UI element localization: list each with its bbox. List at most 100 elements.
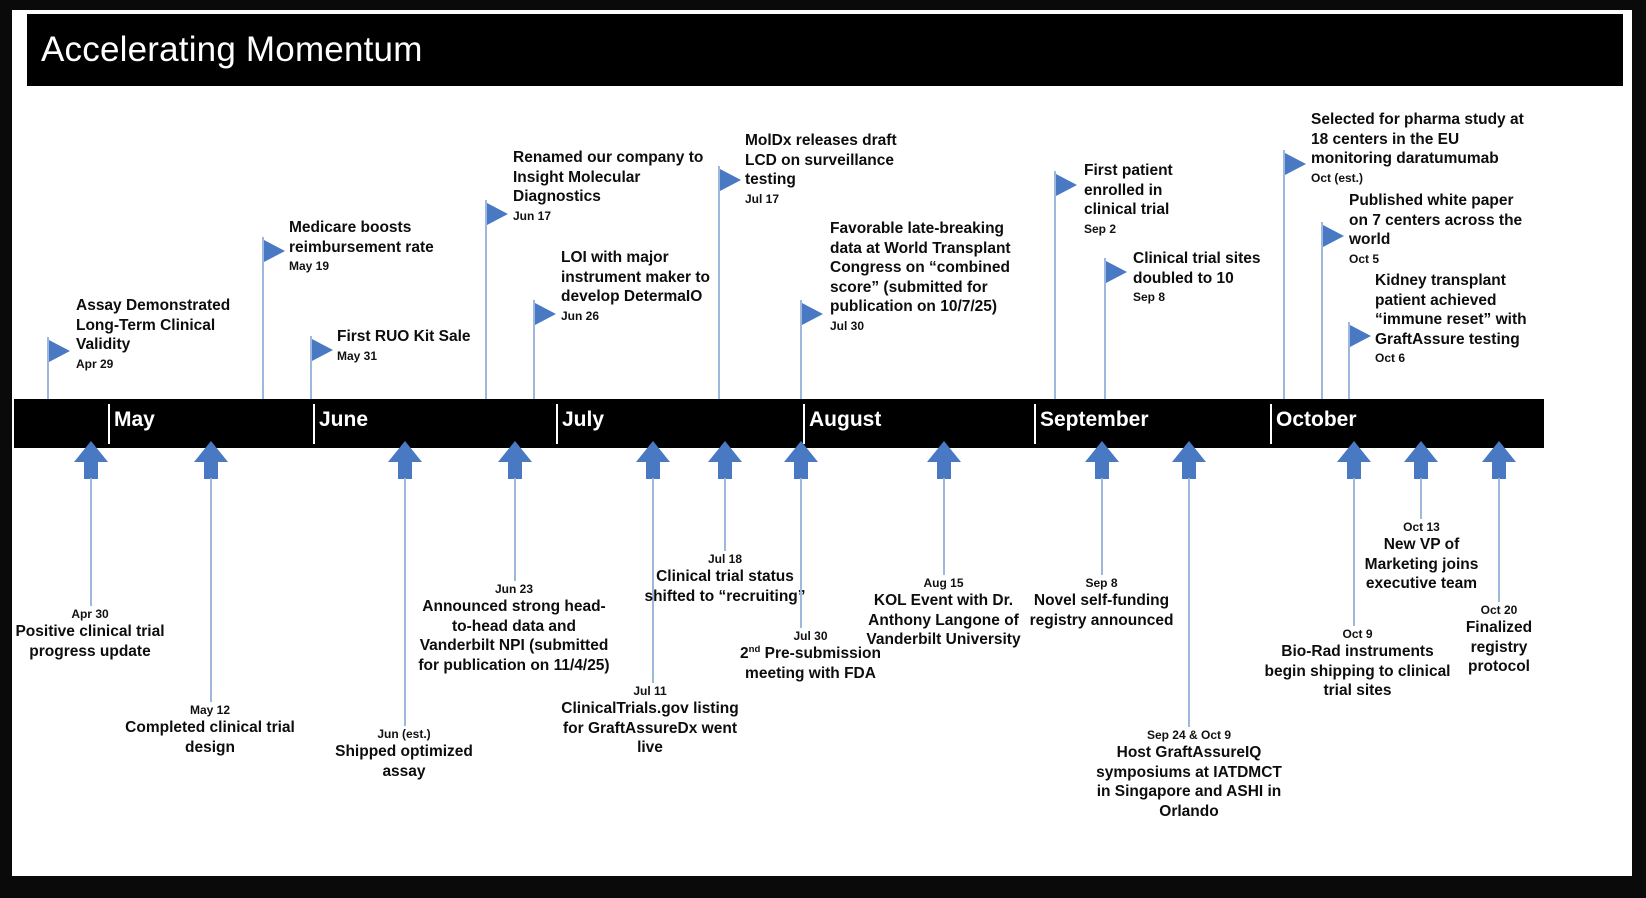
event-date: Oct 13: [1403, 520, 1440, 534]
event-stem: [1353, 478, 1355, 626]
event-below-trial-status-recruiting: Jul 18 Clinical trial status shifted to …: [640, 552, 810, 606]
month-label-october: October: [1276, 408, 1357, 431]
page-title: Accelerating Momentum: [41, 30, 423, 69]
event-below-finalized-registry-protocol: Oct 20 Finalized registry protocol: [1440, 603, 1558, 677]
event-headline: Bio-Rad instruments begin shipping to cl…: [1264, 643, 1451, 699]
page-frame-left: [0, 0, 12, 898]
event-date: May 19: [289, 259, 330, 273]
event-stem: [1498, 478, 1500, 602]
event-date: Jun (est.): [377, 727, 431, 741]
event-above-pharma-study-eu: Selected for pharma study at 18 centers …: [1311, 110, 1526, 185]
event-stem: [800, 478, 802, 628]
event-stem: [210, 478, 212, 702]
event-above-company-renamed: Renamed our company to Insight Molecular…: [513, 148, 708, 223]
event-headline: Kidney transplant patient achieved “immu…: [1375, 272, 1527, 348]
event-headline: ClinicalTrials.gov listing for GraftAssu…: [561, 700, 739, 756]
event-below-shipped-optimized-assay: Jun (est.) Shipped optimized assay: [316, 727, 492, 781]
event-date: Sep 2: [1084, 221, 1117, 236]
event-date: Oct 5: [1349, 251, 1380, 266]
event-above-white-paper-7-centers: Published white paper on 7 centers acros…: [1349, 191, 1524, 266]
event-date: Apr 30: [71, 607, 109, 621]
event-headline: Shipped optimized assay: [335, 743, 473, 780]
event-headline: Medicare boosts reimbursement rate: [289, 219, 434, 256]
event-above-assay-validity: Assay Demonstrated Long-Term Clinical Va…: [76, 296, 256, 371]
month-label-july: July: [562, 408, 605, 431]
event-date: Sep 8: [1085, 576, 1118, 590]
event-date: Jun 23: [494, 582, 533, 596]
event-headline: Published white paper on 7 centers acros…: [1349, 192, 1523, 248]
event-headline: Assay Demonstrated Long-Term Clinical Va…: [76, 297, 231, 353]
event-headline: LOI with major instrument maker to devel…: [561, 249, 711, 305]
event-above-loi-determaio: LOI with major instrument maker to devel…: [561, 248, 721, 323]
event-date: Jul 30: [793, 629, 828, 643]
event-stem: [1188, 478, 1190, 727]
event-headline: Positive clinical trial progress update: [15, 623, 165, 660]
event-date: Jun 26: [561, 308, 600, 323]
page-frame-right: [1632, 0, 1646, 898]
event-above-kidney-immune-reset: Kidney transplant patient achieved “immu…: [1375, 271, 1540, 365]
event-headline: New VP of Marketing joins executive team: [1364, 536, 1479, 592]
event-stem: [404, 478, 406, 726]
event-date: Sep 8: [1133, 290, 1166, 304]
month-tick-october: [1270, 404, 1272, 444]
event-stem: [90, 478, 92, 606]
event-date: Apr 29: [76, 356, 114, 371]
event-headline: Completed clinical trial design: [125, 719, 295, 756]
event-date: Aug 15: [923, 576, 964, 590]
event-below-kol-event-langone: Aug 15 KOL Event with Dr. Anthony Langon…: [861, 576, 1026, 650]
event-date: Jul 17: [745, 191, 780, 206]
event-headline: Favorable late-breaking data at World Tr…: [830, 220, 1011, 315]
event-headline: Host GraftAssureIQ symposiums at IATDMCT…: [1096, 744, 1282, 820]
event-date: May 12: [189, 703, 231, 717]
event-headline: Selected for pharma study at 18 centers …: [1311, 111, 1524, 167]
event-date: Oct 20: [1480, 603, 1518, 617]
timeline-axis-band: [14, 399, 1544, 448]
event-below-new-vp-marketing: Oct 13 New VP of Marketing joins executi…: [1350, 520, 1493, 594]
event-headline: MolDx releases draft LCD on surveillance…: [745, 132, 897, 188]
event-above-moldx-draft-lcd: MolDx releases draft LCD on surveillance…: [745, 131, 920, 206]
title-banner: Accelerating Momentum: [27, 14, 1623, 86]
event-below-head-to-head-data: Jun 23 Announced strong head-to-head dat…: [415, 582, 613, 675]
event-date: Jul 18: [707, 552, 743, 566]
event-below-self-funding-registry: Sep 8 Novel self-funding registry announ…: [1018, 576, 1185, 630]
event-stem: [514, 478, 516, 581]
event-headline: Novel self-funding registry announced: [1029, 592, 1174, 629]
event-date: Jun 17: [513, 208, 552, 223]
page-frame-bottom: [0, 876, 1646, 898]
event-headline: KOL Event with Dr. Anthony Langone of Va…: [866, 592, 1021, 648]
event-date: Oct 6: [1375, 351, 1406, 365]
event-date: Oct (est.): [1311, 170, 1364, 185]
event-date: Jul 30: [830, 318, 865, 333]
event-above-first-ruo-kit-sale: First RUO Kit Sale May 31: [337, 327, 537, 363]
event-headline: Clinical trial status shifted to “recrui…: [644, 568, 806, 605]
month-tick-september: [1034, 404, 1036, 444]
event-below-positive-trial-update: Apr 30 Positive clinical trial progress …: [0, 607, 180, 661]
event-below-trial-design-completed: May 12 Completed clinical trial design: [122, 703, 298, 757]
event-headline: First patient enrolled in clinical trial: [1084, 162, 1173, 218]
event-headline: Finalized registry protocol: [1465, 619, 1533, 675]
month-label-may: May: [114, 408, 155, 431]
event-below-clinicaltrials-listing: Jul 11 ClinicalTrials.gov listing for Gr…: [553, 684, 747, 758]
event-date: Jul 11: [633, 684, 667, 698]
event-below-fda-presubmission: Jul 30 2nd Pre-submission meeting with F…: [713, 629, 908, 683]
month-tick-august: [803, 404, 805, 444]
month-tick-july: [556, 404, 558, 444]
event-above-first-patient-enrolled: First patient enrolled in clinical trial…: [1084, 161, 1209, 236]
event-headline: Announced strong head-to-head data and V…: [418, 598, 610, 674]
month-tick-may: [108, 404, 110, 444]
event-stem: [1420, 478, 1422, 519]
month-label-june: June: [319, 408, 369, 431]
event-stem: [652, 478, 654, 683]
event-date: May 31: [337, 348, 378, 363]
month-label-september: September: [1040, 408, 1149, 431]
event-above-world-transplant-congress: Favorable late-breaking data at World Tr…: [830, 219, 1035, 333]
event-stem: [943, 478, 945, 575]
event-above-trial-sites-doubled: Clinical trial sites doubled to 10 Sep 8: [1133, 249, 1298, 304]
event-stem: [724, 478, 726, 551]
event-stem: [1101, 478, 1103, 575]
month-tick-june: [313, 404, 315, 444]
event-above-medicare-rate: Medicare boosts reimbursement rate May 1…: [289, 218, 494, 273]
event-below-biorad-instruments-shipping: Oct 9 Bio-Rad instruments begin shipping…: [1260, 627, 1455, 701]
page-frame-top: [0, 0, 1646, 10]
